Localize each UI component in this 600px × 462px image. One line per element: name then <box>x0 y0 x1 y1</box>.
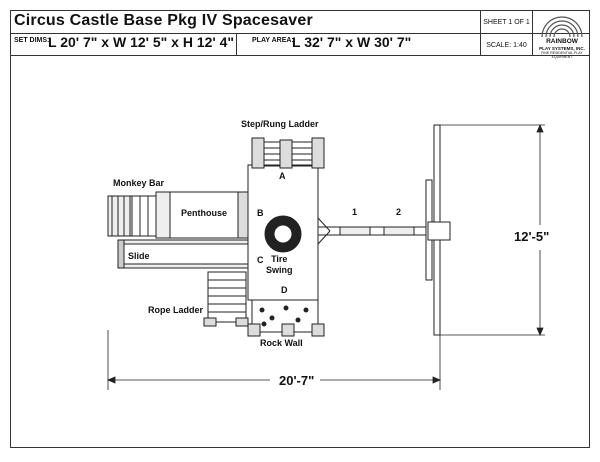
deck-label-b: B <box>257 208 264 218</box>
deck-label-c: C <box>257 255 264 265</box>
tire-inner <box>273 224 293 244</box>
logo-tagline: FINE RESIDENTIAL PLAY EQUIPMENT <box>541 51 583 59</box>
swing-position-2: 2 <box>396 207 402 217</box>
title-block: Circus Castle Base Pkg IV Spacesaver <box>10 10 590 34</box>
rainbow-logo-icon <box>541 16 583 38</box>
rock-wall <box>247 299 325 337</box>
sheet-number: SHEET 1 OF 1 <box>480 10 532 34</box>
swing-beam <box>317 217 440 245</box>
rope-ladder-label: Rope Ladder <box>148 305 204 315</box>
rope-ladder <box>203 271 249 327</box>
step-ladder-label: Step/Rung Ladder <box>241 119 319 129</box>
deck-label-d: D <box>281 285 288 295</box>
width-dimension: 12'-5" <box>514 229 550 244</box>
slide-bed <box>117 239 249 269</box>
dims-divider <box>236 34 237 56</box>
penthouse-label: Penthouse <box>181 208 228 218</box>
slide-label: Slide <box>128 251 150 261</box>
scale-label: SCALE: 1:40 <box>480 34 532 56</box>
play-area-label: PLAY AREA: <box>252 37 294 44</box>
penthouse <box>165 191 249 239</box>
drawing-frame <box>10 10 590 448</box>
logo-company: PLAY SYSTEMS, INC. <box>539 46 585 51</box>
rock-wall-label: Rock Wall <box>260 338 303 348</box>
step-ladder <box>251 137 325 169</box>
deck-label-a: A <box>279 171 286 181</box>
set-dims-value: L 20' 7" x W 12' 5" x H 12' 4" <box>48 34 235 50</box>
dimensions-block: SET DIMS: L 20' 7" x W 12' 5" x H 12' 4"… <box>10 34 590 56</box>
set-dims-label: SET DIMS: <box>14 37 50 44</box>
tire-swing-label: Tire Swing <box>266 254 293 275</box>
swing-position-1: 1 <box>352 207 358 217</box>
monkey-bar <box>107 195 157 237</box>
drawing-title: Circus Castle Base Pkg IV Spacesaver <box>14 12 313 29</box>
a-frame <box>425 124 451 336</box>
logo-brand: RAINBOW <box>546 38 578 45</box>
play-area-value: L 32' 7" x W 30' 7" <box>292 34 412 50</box>
monkey-bar-label: Monkey Bar <box>113 178 165 188</box>
length-dimension: 20'-7" <box>279 373 315 388</box>
